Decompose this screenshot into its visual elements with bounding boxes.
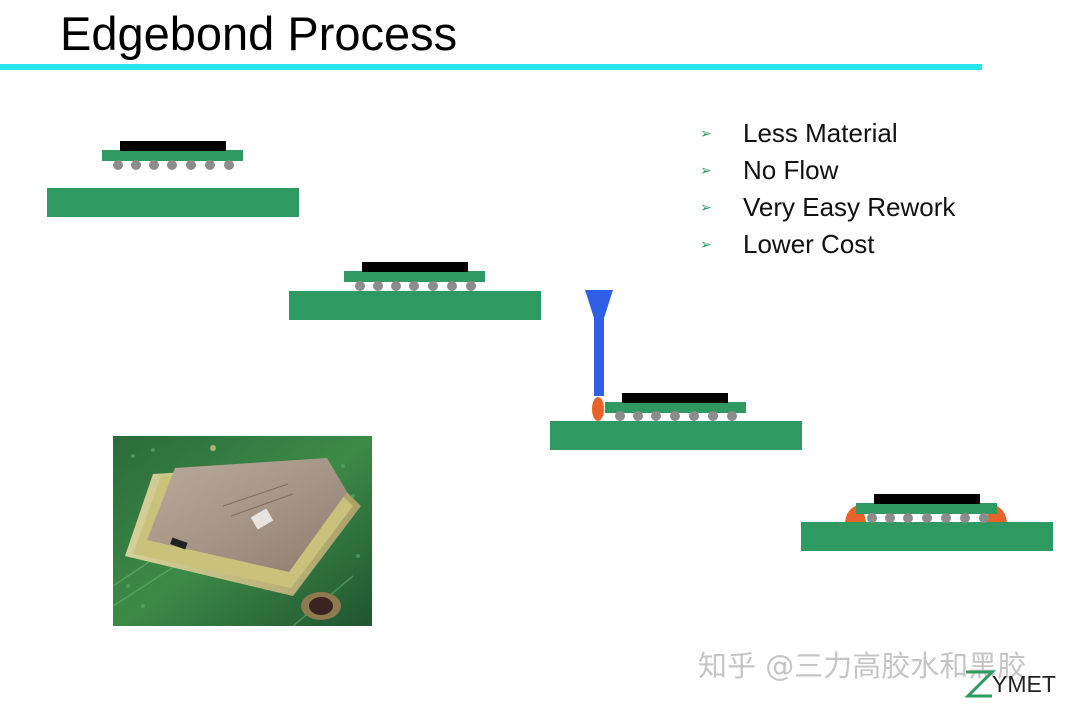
benefit-text: No Flow bbox=[743, 155, 839, 185]
chip-die bbox=[622, 393, 728, 403]
benefit-text: Very Easy Rework bbox=[743, 192, 956, 222]
benefit-text: Less Material bbox=[743, 118, 898, 148]
benefit-list: ➢ Less Material ➢ No Flow ➢ Very Easy Re… bbox=[700, 115, 955, 263]
adhesive-drop bbox=[592, 397, 604, 421]
stage-4-bonded bbox=[801, 494, 1053, 551]
chip-substrate bbox=[344, 271, 485, 282]
company-logo: YMET bbox=[962, 666, 1056, 698]
benefit-item: ➢ Very Easy Rework bbox=[700, 189, 955, 226]
chip-die bbox=[120, 141, 226, 151]
pcb-board bbox=[801, 522, 1053, 551]
chip-substrate bbox=[102, 150, 243, 161]
logo-mark-icon bbox=[964, 670, 996, 698]
pcb-board bbox=[47, 188, 299, 217]
benefit-item: ➢ No Flow bbox=[700, 152, 955, 189]
benefit-text: Lower Cost bbox=[743, 229, 875, 259]
solder-balls bbox=[615, 411, 737, 421]
watermark-text: 知乎 @三力高胶水和黑胶 bbox=[698, 649, 1027, 683]
chip-die bbox=[362, 262, 468, 272]
solder-balls bbox=[355, 281, 476, 291]
bullet-arrow-icon: ➢ bbox=[700, 236, 712, 253]
bullet-arrow-icon: ➢ bbox=[700, 162, 712, 179]
stage-2-seated bbox=[289, 262, 541, 320]
benefit-item: ➢ Lower Cost bbox=[700, 226, 955, 263]
stage-3-dispense bbox=[550, 290, 802, 450]
dispense-needle-icon bbox=[585, 290, 613, 421]
stage-1-placement bbox=[47, 141, 299, 217]
bullet-arrow-icon: ➢ bbox=[700, 125, 712, 142]
bullet-arrow-icon: ➢ bbox=[700, 199, 712, 216]
solder-balls bbox=[113, 160, 234, 170]
slide-title: Edgebond Process bbox=[60, 7, 458, 60]
solder-balls bbox=[867, 513, 989, 523]
package-photo bbox=[113, 436, 372, 626]
chip-die bbox=[874, 494, 980, 504]
pcb-board bbox=[550, 421, 802, 450]
chip-substrate bbox=[605, 402, 746, 413]
pcb-board bbox=[289, 291, 541, 320]
title-underline bbox=[0, 64, 982, 70]
logo-text: YMET bbox=[992, 671, 1056, 697]
benefit-item: ➢ Less Material bbox=[700, 115, 955, 152]
chip-substrate bbox=[856, 503, 997, 514]
